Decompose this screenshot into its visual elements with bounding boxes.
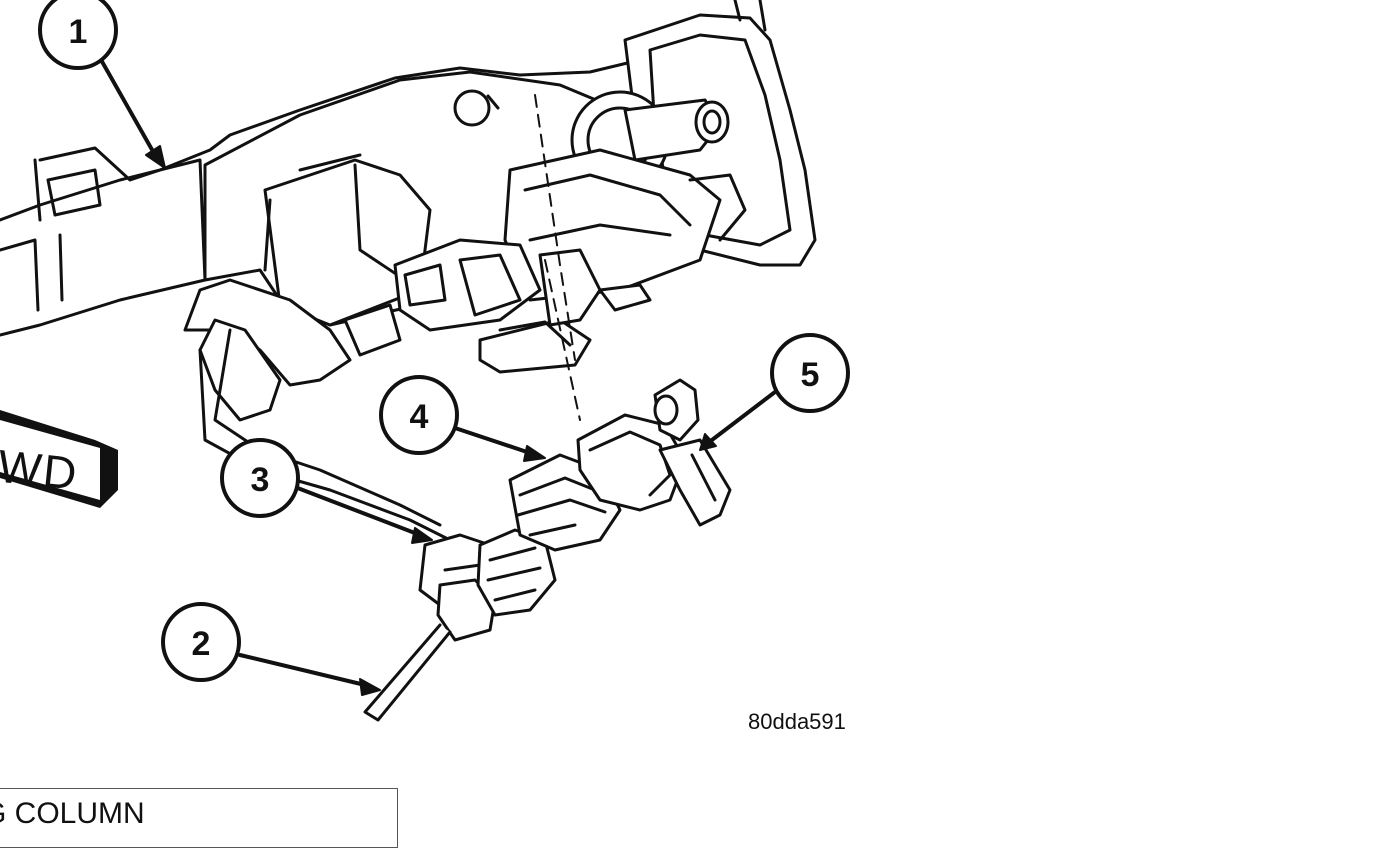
callout-1-label: 1 [69, 13, 88, 51]
legend-text: G COLUMN [0, 797, 145, 830]
direction-marker-plate [0, 410, 118, 508]
callout-5: 5 [770, 333, 850, 413]
callout-5-label: 5 [801, 356, 820, 394]
arrow-heads [145, 145, 717, 696]
key-in-switch-assembly [363, 378, 732, 722]
callout-4: 4 [379, 375, 459, 455]
callout-2: 2 [161, 602, 241, 682]
direction-marker-text: WD [0, 440, 81, 500]
callout-3-label: 3 [251, 461, 270, 499]
steering-column-diagram: WD 1 2 3 4 5 [0, 0, 850, 722]
steering-column-housing [0, 0, 817, 542]
legend-box: G COLUMN [0, 788, 398, 848]
callout-4-label: 4 [410, 398, 429, 436]
callout-1: 1 [38, 0, 118, 70]
figure-id: 80dda591 [748, 709, 846, 734]
callout-3: 3 [220, 438, 300, 518]
leader-arrows [98, 56, 777, 687]
callout-2-label: 2 [192, 625, 211, 663]
alignment-lines [534, 94, 581, 421]
